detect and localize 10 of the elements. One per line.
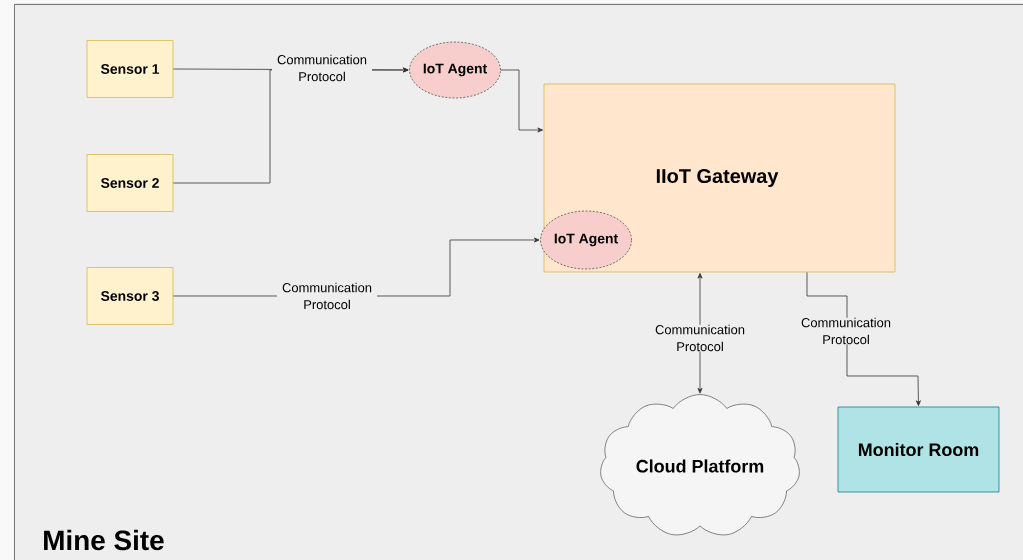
- edge-label: Communication Protocol: [277, 282, 377, 310]
- monitor-room-box: Monitor Room: [837, 406, 1000, 493]
- sensor-box: Sensor 2: [86, 154, 174, 212]
- edge-label: Communication Protocol: [272, 54, 372, 82]
- sensor-box: Sensor 3: [86, 267, 174, 325]
- edge-label: Communication Protocol: [650, 324, 750, 352]
- sensor-box: Sensor 1: [86, 40, 174, 98]
- arrow: [500, 69, 543, 133]
- edge-label: Communication Protocol: [796, 317, 896, 345]
- arrow: [806, 272, 921, 406]
